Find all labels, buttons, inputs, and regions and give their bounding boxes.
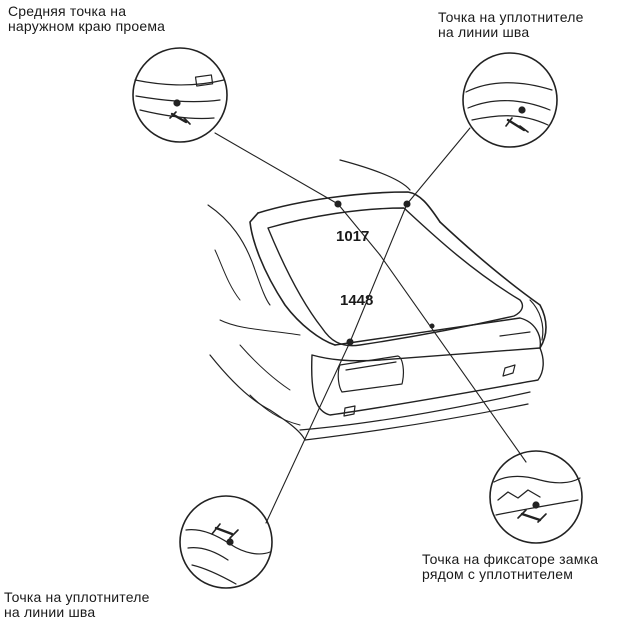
dimension-label-diagonal: 1448: [340, 292, 374, 309]
callout-bottom-right-line1: Точка на фиксаторе замка: [422, 551, 599, 567]
callout-bottom-left-line1: Точка на уплотнителе: [4, 589, 150, 605]
detail-circle-top-right: [462, 52, 558, 148]
measurement-point-bottom-left: [346, 338, 354, 346]
callout-top-left: Средняя точка на наружном краю проема: [8, 4, 165, 34]
callout-bottom-right: Точка на фиксаторе замка рядом с уплотни…: [422, 552, 598, 582]
car-body-outline: [207, 159, 547, 441]
measurement-point-top-right: [403, 200, 411, 208]
callout-top-left-line2: наружном краю проема: [8, 18, 166, 34]
dimension-line-1448: [349, 203, 408, 343]
callout-top-left-line1: Средняя точка на: [8, 3, 127, 19]
detail-circle-bottom-right: [489, 450, 583, 544]
callout-bottom-left-line2: на линии шва: [4, 604, 96, 620]
callout-top-right: Точка на уплотнителе на линии шва: [438, 10, 584, 40]
leader-line-bottom-left: [265, 341, 351, 524]
detail-circle-top-left: [132, 47, 228, 143]
detail-circle-bottom-left: [179, 495, 273, 589]
measurement-point-lock: [429, 323, 435, 329]
leader-line-top-right: [406, 127, 471, 205]
callout-bottom-right-line2: рядом с уплотнителем: [422, 566, 574, 582]
measurement-point-top-middle: [334, 200, 342, 208]
dimension-line-1017-a: [337, 203, 381, 256]
callout-top-right-line2: на линии шва: [438, 24, 530, 40]
measurement-lines: [214, 127, 527, 524]
callout-bottom-left: Точка на уплотнителе на линии шва: [4, 590, 150, 620]
leader-line-top-left: [214, 132, 339, 205]
callout-top-right-line1: Точка на уплотнителе: [438, 9, 584, 25]
dimension-line-1017-b: [379, 254, 527, 463]
dimension-label-horizontal: 1017: [336, 228, 370, 245]
